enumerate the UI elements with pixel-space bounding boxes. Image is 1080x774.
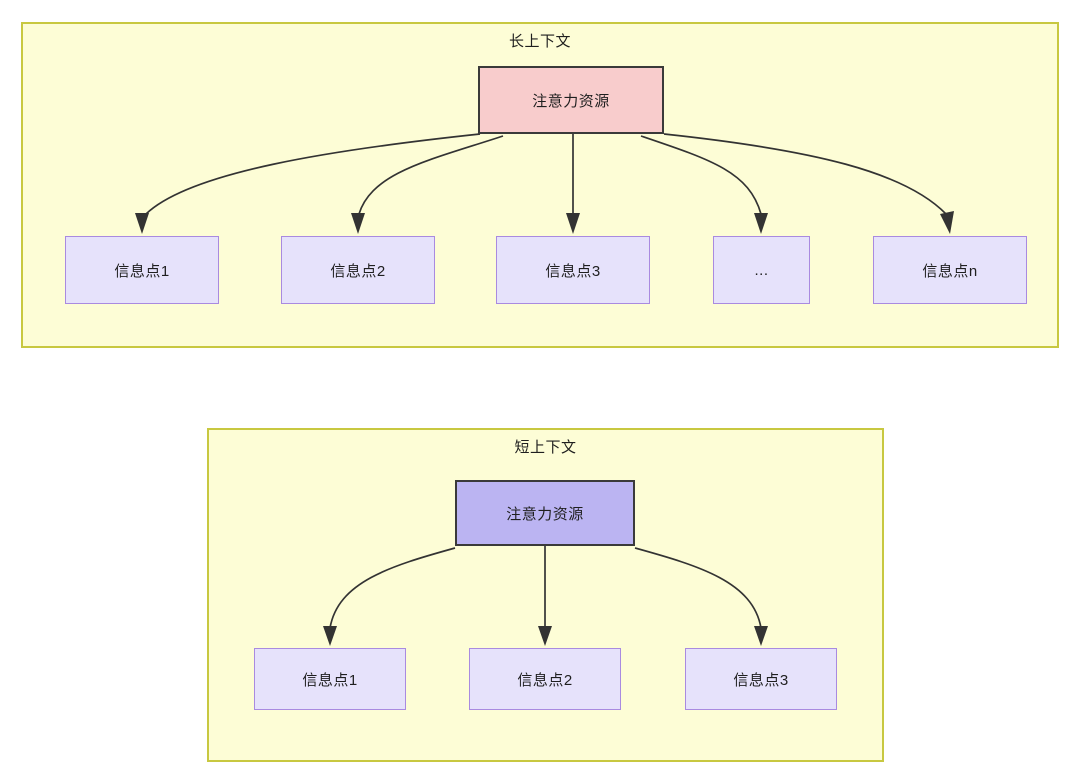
- node-short-info-point-1[interactable]: 信息点1: [254, 648, 406, 710]
- node-long-info-point-ellipsis[interactable]: ...: [713, 236, 810, 304]
- node-label: 信息点n: [922, 262, 978, 280]
- node-label: ...: [754, 261, 769, 279]
- node-short-attention-resource[interactable]: 注意力资源: [455, 480, 635, 546]
- node-long-info-point-1[interactable]: 信息点1: [65, 236, 219, 304]
- node-short-info-point-3[interactable]: 信息点3: [685, 648, 837, 710]
- node-short-info-point-2[interactable]: 信息点2: [469, 648, 621, 710]
- container-long-context-title: 长上下文: [508, 33, 571, 50]
- node-label: 注意力资源: [532, 92, 610, 110]
- node-long-info-point-3[interactable]: 信息点3: [496, 236, 650, 304]
- node-long-attention-resource[interactable]: 注意力资源: [478, 66, 664, 134]
- node-long-info-point-n[interactable]: 信息点n: [873, 236, 1027, 304]
- node-label: 信息点1: [114, 262, 170, 280]
- node-label: 信息点3: [545, 262, 601, 280]
- node-long-info-point-2[interactable]: 信息点2: [281, 236, 435, 304]
- container-short-context: 短上下文: [207, 428, 884, 762]
- container-short-context-title: 短上下文: [514, 439, 577, 456]
- node-label: 信息点3: [733, 671, 789, 689]
- node-label: 信息点2: [330, 262, 386, 280]
- node-label: 信息点2: [517, 671, 573, 689]
- node-label: 注意力资源: [506, 505, 584, 523]
- node-label: 信息点1: [302, 671, 358, 689]
